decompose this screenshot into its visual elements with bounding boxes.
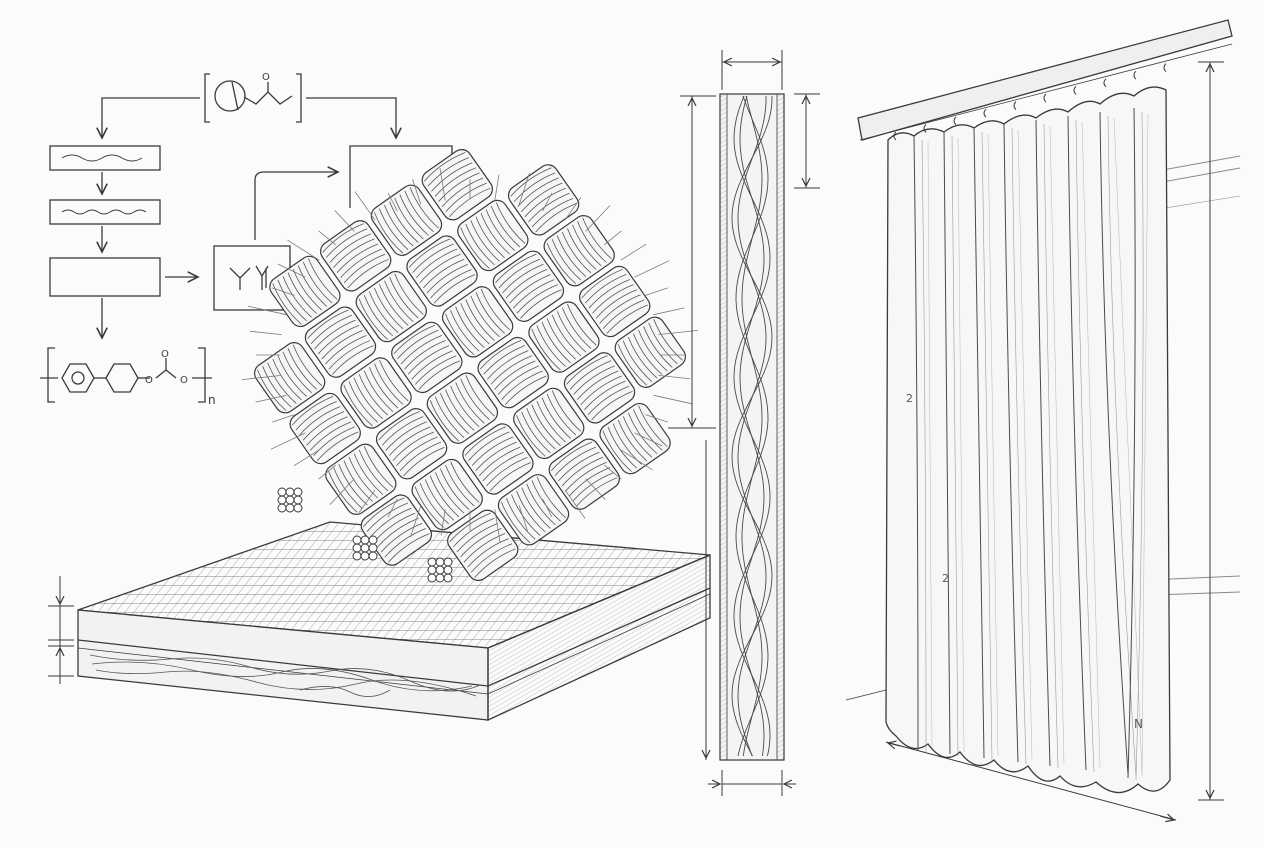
yarn-cut-end	[352, 535, 378, 561]
process-box-2	[49, 199, 161, 225]
flow-arrow-left	[102, 97, 200, 138]
weave-bundle	[269, 255, 341, 328]
weave-bundle	[497, 474, 570, 546]
weave-bundle	[543, 215, 615, 287]
ester-oxygen-3: O	[180, 375, 188, 386]
weave-bundle	[320, 220, 392, 292]
yarn-cut-end	[427, 557, 453, 583]
laminate-thickness-dimension	[48, 576, 74, 684]
synthesis-flow-diagram: O O	[40, 72, 453, 407]
weave-bundle	[614, 316, 686, 388]
weave-bundle	[528, 301, 600, 373]
flow-arrow-right	[306, 97, 396, 138]
weave-bundle	[421, 149, 493, 221]
weave-bundle	[411, 458, 483, 531]
weave-bundle	[325, 443, 397, 515]
cross-section-dimensions	[668, 50, 820, 796]
curtain-dimensions	[845, 61, 1224, 820]
weave-bundle	[447, 509, 519, 581]
weave-bundle	[513, 387, 585, 460]
weave-bundle	[457, 199, 529, 272]
laminate-sheet	[48, 521, 711, 722]
weave-bundle	[375, 408, 448, 480]
weave-bundle	[579, 265, 651, 338]
weave-bundle	[426, 372, 499, 444]
woven-fabric-closeup	[241, 149, 699, 583]
weave-bundle	[441, 286, 514, 358]
weave-bundle	[360, 494, 433, 566]
curtain-note-3: N	[1134, 717, 1143, 731]
polymer-repeat-unit: O O O n	[40, 347, 216, 407]
weave-bundle	[477, 336, 549, 409]
weave-bundle	[304, 306, 377, 378]
carbonyl-oxygen-label: O	[262, 72, 270, 83]
repeat-unit-subscript: n	[208, 393, 216, 407]
weave-bundle	[289, 392, 361, 465]
weave-bundle	[563, 352, 636, 424]
process-box-3	[49, 257, 161, 297]
yarn-cut-end	[277, 487, 303, 513]
curtain-note-1: 2	[906, 392, 913, 405]
weave-bundle	[492, 250, 565, 322]
weave-bundle	[355, 270, 427, 343]
monomer-structure: O	[204, 72, 302, 123]
weave-bundle	[548, 438, 620, 510]
curtain-rail	[857, 19, 1233, 141]
curtain-illustration: 2 2 N	[845, 19, 1241, 820]
ester-oxygen-1: O	[145, 375, 153, 386]
weave-bundle	[391, 321, 463, 394]
curtain-panel	[885, 86, 1171, 794]
cross-section-strip	[719, 93, 785, 761]
weave-bundle	[406, 235, 478, 307]
weave-bundle	[599, 402, 671, 475]
fabric-cross-section	[668, 50, 820, 796]
curtain-note-2: 2	[942, 572, 949, 585]
process-box-1	[49, 145, 161, 171]
weave-bundle	[462, 423, 534, 495]
weave-bundle	[340, 357, 412, 429]
ester-oxygen-2: O	[161, 349, 169, 360]
